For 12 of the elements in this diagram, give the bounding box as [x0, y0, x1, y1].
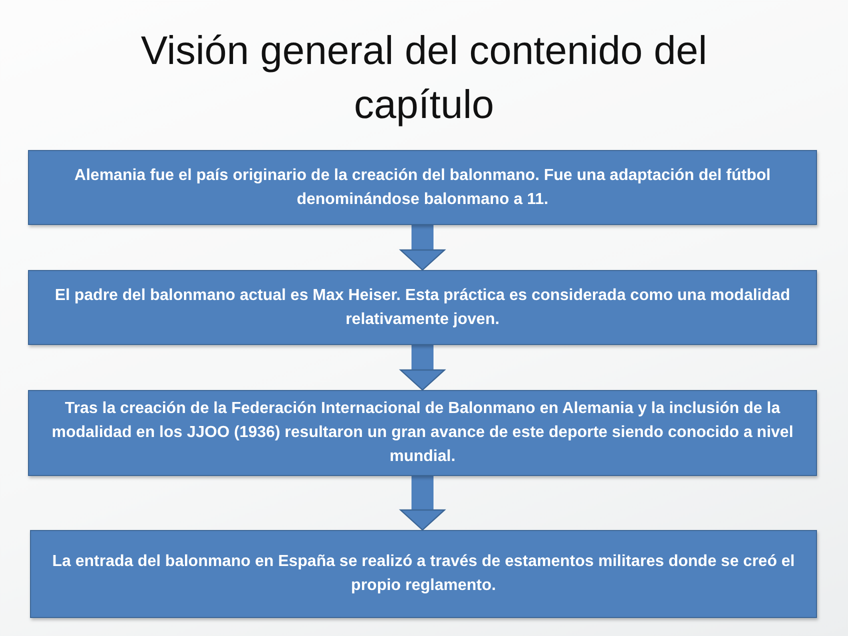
box-text: La entrada del balonmano en España se realizó a través de estamentos militares donde se creó el propio reglamento. — [51, 552, 796, 596]
process-box — [28, 270, 817, 345]
process-box — [30, 530, 817, 618]
block-arrow — [400, 476, 446, 531]
box-text: Tras la creación de la Federación Internacional de Balonmano en Alemania y la inclusión de la modalidad en los JJOO (1936) resultaron un gran avance de este deporte siendo conocido a nivel mundial. — [50, 399, 794, 467]
block-arrow — [400, 225, 446, 271]
process-box — [28, 150, 817, 225]
box-text: El padre del balonmano actual es Max Heiser. Esta práctica es considerada como una modalidad relativamente joven. — [54, 286, 792, 330]
slide-title: Visión general del contenido del capítulo — [140, 28, 708, 129]
box-text: Alemania fue el país originario de la creación del balonmano. Fue una adaptación del fútbol denominándose balonmano a 11. — [73, 166, 772, 210]
block-arrow — [400, 345, 446, 391]
process-box — [28, 390, 817, 476]
